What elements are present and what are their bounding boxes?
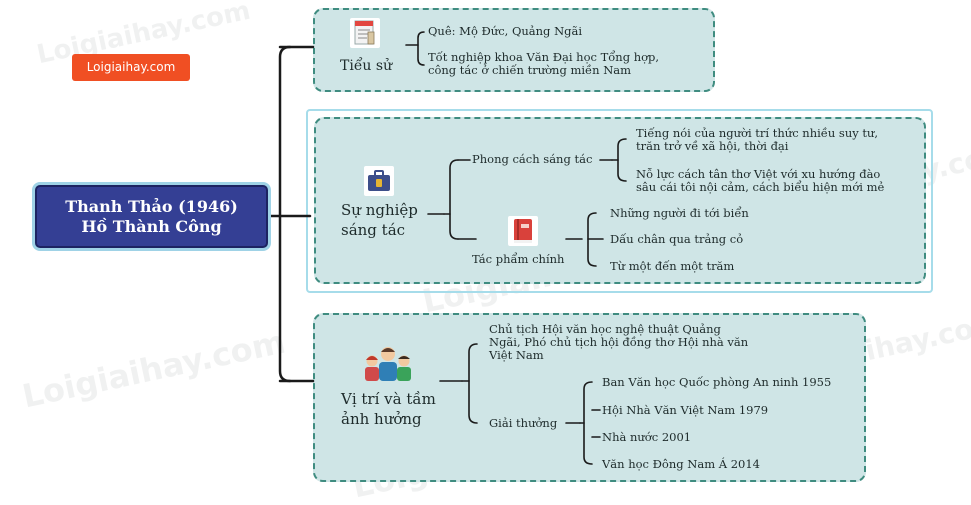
- tac-pham-item-2: Dấu chân qua trảng cỏ: [610, 232, 744, 246]
- branch-su-nghiep-label[interactable]: Sự nghiệp sáng tác: [341, 201, 418, 239]
- branch-tieu-su-box: [313, 8, 715, 92]
- root-title: Thanh Thảo (1946): [65, 196, 238, 216]
- root-node[interactable]: Thanh Thảo (1946) Hồ Thành Công: [35, 185, 268, 248]
- root-subtitle: Hồ Thành Công: [81, 216, 222, 236]
- giai-thuong-item-4: Văn học Đông Nam Á 2014: [602, 457, 760, 471]
- tac-pham-item-1: Những người đi tới biển: [610, 206, 749, 220]
- giai-thuong-label[interactable]: Giải thưởng: [489, 416, 558, 430]
- document-icon: [350, 18, 380, 48]
- brand-badge[interactable]: Loigiaihay.com: [72, 54, 190, 81]
- giai-thuong-item-1: Ban Văn học Quốc phòng An ninh 1955: [602, 375, 832, 389]
- phong-cach-item-1: Tiếng nói của người trí thức nhiều suy t…: [636, 126, 879, 153]
- mind-map: Loigiaihay.com Loigiaihay.com Loigiaihay…: [19, 0, 971, 505]
- tieu-su-item-1: Quê: Mộ Đức, Quảng Ngãi: [428, 24, 583, 38]
- branch-su-nghiep-box: [314, 117, 926, 284]
- people-icon: [361, 343, 415, 383]
- chu-tich-text: Chủ tịch Hội văn học nghệ thuật Quảng Ng…: [489, 322, 749, 362]
- briefcase-icon: [364, 166, 394, 196]
- tac-pham-item-3: Từ một đến một trăm: [610, 259, 735, 273]
- book-icon: [508, 216, 538, 246]
- branch-vi-tri-label[interactable]: Vị trí và tầm ảnh hưởng: [341, 390, 436, 428]
- phong-cach-item-2: Nỗ lực cách tân thơ Việt với xu hướng đà…: [636, 167, 885, 194]
- giai-thuong-item-3: Nhà nước 2001: [602, 430, 692, 444]
- branch-su-nghiep-outline: [306, 109, 933, 293]
- branch-tieu-su-label[interactable]: Tiểu sử: [340, 58, 393, 74]
- tieu-su-item-2: Tốt nghiệp khoa Văn Đại học Tổng hợp, cô…: [428, 50, 660, 77]
- branch-vi-tri-box: [313, 313, 866, 482]
- phong-cach-label[interactable]: Phong cách sáng tác: [472, 152, 593, 166]
- tac-pham-label[interactable]: Tác phẩm chính: [472, 252, 565, 266]
- connector-lines: [266, 31, 627, 465]
- giai-thuong-item-2: Hội Nhà Văn Việt Nam 1979: [602, 403, 769, 417]
